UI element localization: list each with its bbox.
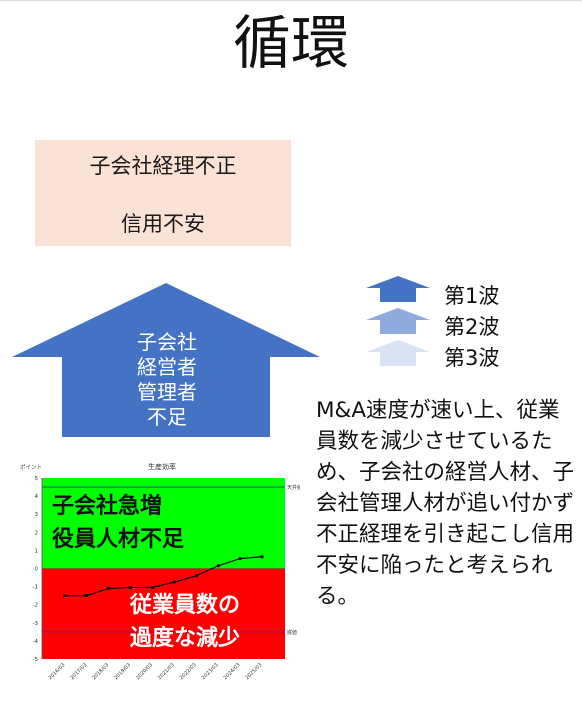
wave2-arrow-icon	[366, 308, 430, 334]
explanation-text: M&A速度が速い上、従業員数を減少させているため、子会社の経営人材、子会社管理人…	[316, 398, 575, 609]
chart-y-tick-label: -4	[33, 639, 39, 645]
chart-x-tick-label: 2021/03	[157, 662, 176, 681]
chart-y-tick-label: 0	[35, 567, 39, 573]
wave3-label: 第3波	[444, 346, 500, 370]
wave3-arrow-icon	[366, 340, 430, 366]
page-title: 循環	[232, 9, 349, 77]
chart-data-point	[238, 556, 242, 561]
chart-x-tick-label: 2019/03	[113, 662, 132, 681]
chart-x-tick-label: 2022/03	[179, 662, 198, 681]
wave1-label: 第1波	[444, 284, 500, 308]
chart-y-tick-label: -1	[33, 585, 38, 591]
chart-y-tick-label: -2	[33, 603, 38, 609]
arrow-text-line: 経営者	[137, 355, 197, 379]
chart-data-point	[150, 585, 155, 590]
chart-x-tick-label: 2025/03	[244, 662, 263, 681]
wave2-label: 第2波	[444, 315, 500, 339]
chart-data-point	[85, 594, 89, 598]
chart-x-tick-label: 2016/03	[47, 662, 66, 681]
chart-y-tick-label: 5	[35, 476, 39, 482]
chart-x-tick-label: 2018/03	[91, 662, 110, 681]
chart-ceiling-label: 天井値	[287, 484, 300, 491]
chart-x-tick-label: 2024/03	[223, 662, 242, 681]
green-annotation-line: 役員人材不足	[52, 527, 185, 552]
arrow-text-line: 不足	[147, 405, 187, 429]
chart-data-point	[129, 585, 133, 590]
arrow-text: 子会社 経営者 管理者 不足	[108, 330, 226, 430]
green-annotation-line: 子会社急増	[52, 494, 163, 519]
chart-y-tick-label: 4	[35, 494, 39, 500]
up-arrow-shape	[12, 283, 320, 437]
red-annotation: 従業員数の 過度な減少	[130, 589, 240, 655]
chart-data-point	[194, 574, 198, 578]
problem-line-2: 信用不安	[121, 212, 205, 236]
chart-data-point	[216, 564, 220, 568]
chart-data-point	[63, 594, 67, 598]
arrow-text-line: 管理者	[137, 380, 197, 404]
chart-title: 生産効率	[148, 462, 176, 471]
problem-box: 子会社経理不正 信用不安	[35, 140, 291, 246]
chart-series-line	[65, 556, 263, 597]
problem-line-1: 子会社経理不正	[89, 154, 237, 178]
chart-y-tick-label: -5	[33, 657, 39, 663]
chart-y-tick-label: 3	[35, 512, 39, 518]
top-border	[0, 0, 582, 1]
red-annotation-line: 従業員数の	[130, 593, 241, 618]
chart-data-point	[172, 580, 177, 584]
chart-data-point	[107, 586, 111, 591]
chart-x-tick-label: 2020/03	[135, 662, 154, 681]
chart-y-tick-label: 1	[35, 548, 39, 554]
wave1-arrow-icon	[366, 276, 430, 302]
chart-y-tick-label: -3	[33, 621, 39, 627]
chart-y-tick-label: 2	[35, 530, 39, 536]
chart-upper-region	[42, 478, 285, 569]
arrow-text-line: 子会社	[137, 330, 197, 354]
chart-floor-label: 底値	[287, 629, 297, 636]
green-annotation: 子会社急増 役員人材不足	[52, 490, 184, 556]
chart-lower-region	[42, 568, 285, 659]
chart-y-label: ポイント	[20, 464, 42, 471]
chart-x-tick-label: 2017/03	[69, 662, 88, 681]
chart-data-point	[260, 555, 264, 559]
chart-x-tick-label: 2023/03	[201, 662, 220, 681]
red-annotation-line: 過度な減少	[130, 626, 241, 651]
